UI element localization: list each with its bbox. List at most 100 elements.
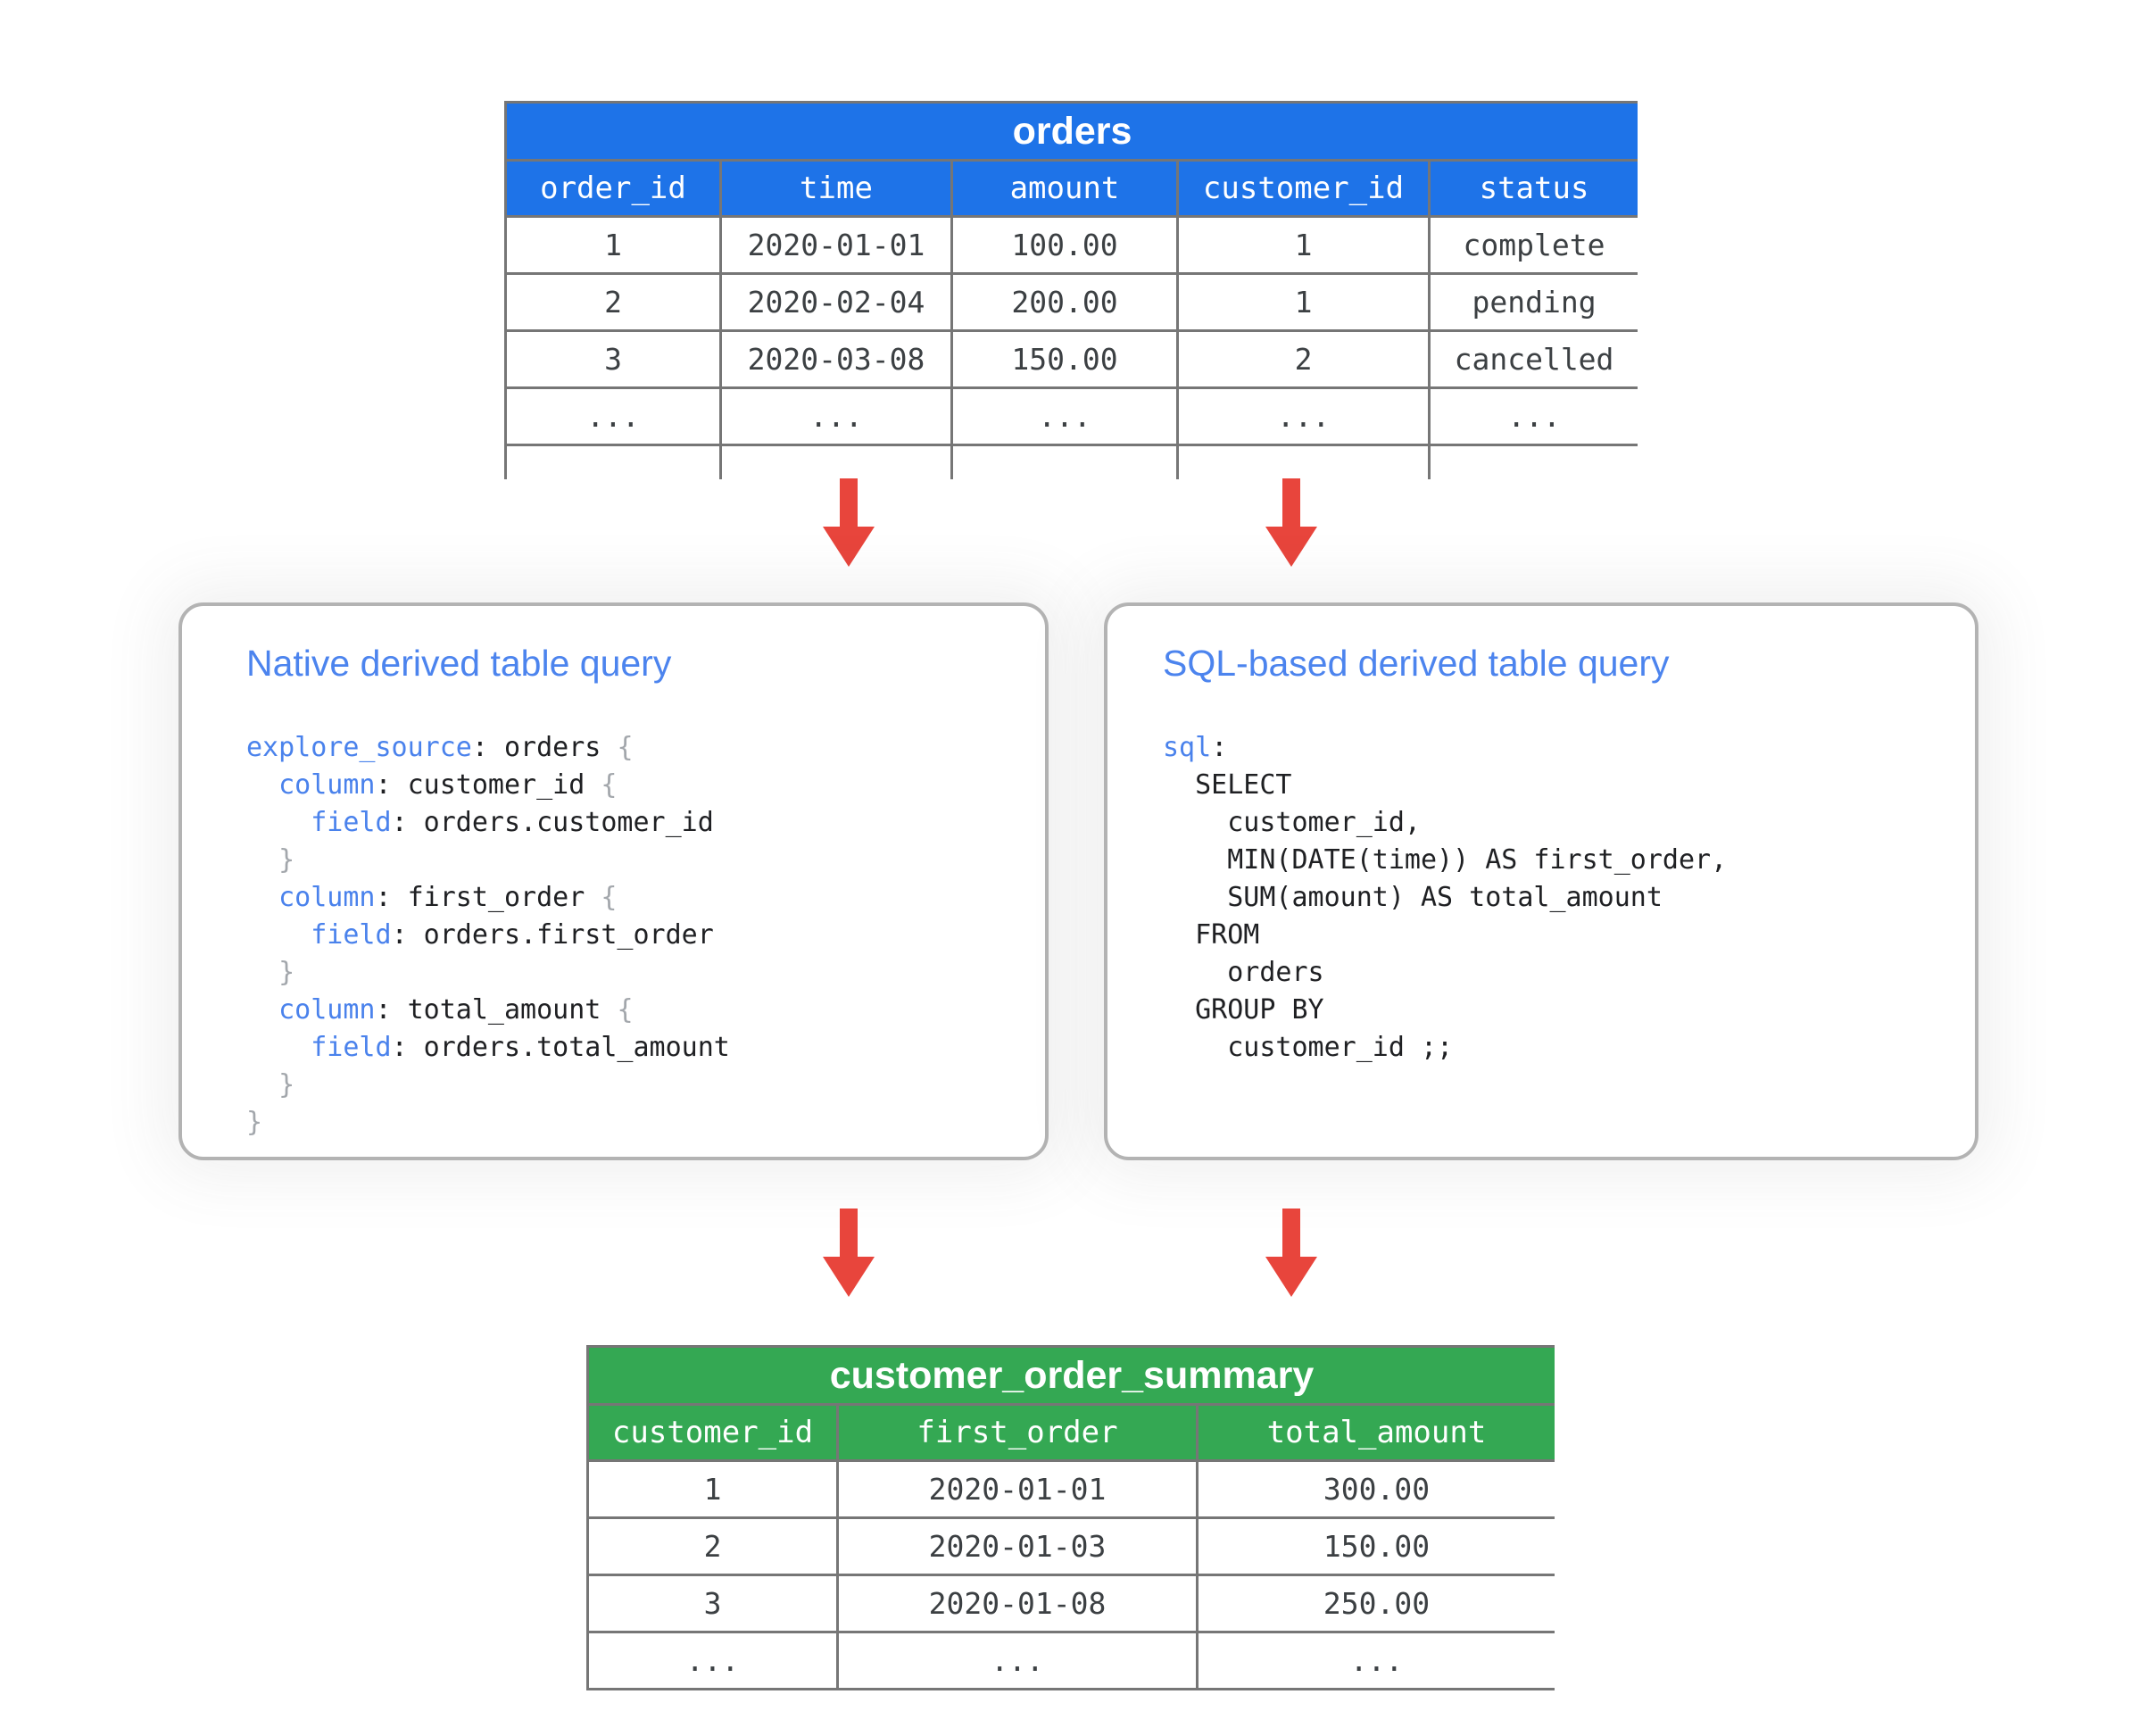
orders-table-title: orders — [504, 101, 1638, 162]
table-cell: ... — [1427, 386, 1638, 446]
table-cell: 3 — [504, 329, 722, 389]
column-header: total_amount — [1196, 1403, 1555, 1462]
empty-cell — [1427, 444, 1638, 479]
table-cell: 2 — [504, 272, 722, 332]
code-line: SUM(amount) AS total_amount — [1163, 882, 1663, 913]
table-cell: 1 — [504, 215, 722, 275]
table-cell: ... — [1196, 1631, 1555, 1690]
column-header: status — [1427, 159, 1638, 218]
code-line: customer_id ;; — [1163, 1032, 1454, 1063]
table-cell: 2020-03-08 — [719, 329, 953, 389]
column-header: amount — [950, 159, 1179, 218]
table-row: ............... — [504, 386, 1638, 446]
code-line: field: orders.customer_id — [311, 807, 714, 838]
code-line: } — [278, 1069, 295, 1101]
table-cell: ... — [950, 386, 1179, 446]
table-cell: 250.00 — [1196, 1574, 1555, 1633]
table-cell: 100.00 — [950, 215, 1179, 275]
native-query-code: explore_source: orders { column: custome… — [246, 729, 730, 1142]
table-cell: 2 — [586, 1516, 839, 1576]
code-line: } — [278, 844, 295, 876]
table-cell: 200.00 — [950, 272, 1179, 332]
table-cell: ... — [1176, 386, 1431, 446]
sql-query-title: SQL-based derived table query — [1163, 643, 1670, 684]
code-line: FROM — [1163, 919, 1260, 951]
code-line: SELECT — [1163, 769, 1292, 801]
sql-query-code: sql: SELECT customer_id, MIN(DATE(time))… — [1163, 729, 1727, 1067]
empty-cell — [719, 444, 953, 479]
arrow-stem — [840, 1209, 858, 1257]
table-cell: 150.00 — [1196, 1516, 1555, 1576]
code-line: } — [246, 1107, 263, 1138]
native-query-title: Native derived table query — [246, 643, 672, 684]
table-cell: 300.00 — [1196, 1459, 1555, 1519]
arrow-stem — [1282, 478, 1300, 527]
table-cell: 1 — [1176, 215, 1431, 275]
empty-cell — [504, 444, 722, 479]
empty-cell — [1176, 444, 1431, 479]
down-arrow-icon — [823, 1209, 875, 1297]
table-cell: 2020-01-08 — [836, 1574, 1199, 1633]
table-cell: 1 — [586, 1459, 839, 1519]
empty-cell — [950, 444, 1179, 479]
code-line: field: orders.first_order — [311, 919, 714, 951]
sql-query-box: SQL-based derived table query sql: SELEC… — [1104, 602, 1978, 1160]
code-line: } — [278, 957, 295, 988]
summary-title-row: customer_order_summary — [586, 1345, 1555, 1406]
table-cell: ... — [504, 386, 722, 446]
table-cell: 2020-01-01 — [719, 215, 953, 275]
down-arrow-icon — [1265, 1209, 1317, 1297]
code-line: column: total_amount { — [278, 994, 634, 1026]
table-cell: ... — [586, 1631, 839, 1690]
table-cell: complete — [1427, 215, 1638, 275]
native-query-box: Native derived table query explore_sourc… — [178, 602, 1049, 1160]
table-cell: cancelled — [1427, 329, 1638, 389]
orders-partial-row — [504, 444, 1638, 479]
column-header: customer_id — [586, 1403, 839, 1462]
arrow-stem — [1282, 1209, 1300, 1257]
code-line: GROUP BY — [1163, 994, 1324, 1026]
arrow-stem — [840, 478, 858, 527]
table-cell: ... — [836, 1631, 1199, 1690]
code-line: customer_id, — [1163, 807, 1421, 838]
code-line: column: first_order { — [278, 882, 618, 913]
table-cell: 2020-01-01 — [836, 1459, 1199, 1519]
code-line: field: orders.total_amount — [311, 1032, 730, 1063]
table-cell: 2020-01-03 — [836, 1516, 1199, 1576]
column-header: time — [719, 159, 953, 218]
code-line: sql: — [1163, 732, 1228, 763]
arrow-head — [823, 1257, 875, 1297]
column-header: order_id — [504, 159, 722, 218]
table-cell: ... — [719, 386, 953, 446]
table-cell: pending — [1427, 272, 1638, 332]
arrow-head — [1265, 527, 1317, 567]
table-cell: 150.00 — [950, 329, 1179, 389]
arrow-head — [823, 527, 875, 567]
table-cell: 2020-02-04 — [719, 272, 953, 332]
down-arrow-icon — [1265, 478, 1317, 567]
arrow-head — [1265, 1257, 1317, 1297]
down-arrow-icon — [823, 478, 875, 567]
table-cell: 1 — [1176, 272, 1431, 332]
table-row: ......... — [586, 1631, 1555, 1690]
orders-title-row: orders — [504, 101, 1638, 162]
table-cell: 3 — [586, 1574, 839, 1633]
code-line: explore_source: orders { — [246, 732, 634, 763]
table-cell: 2 — [1176, 329, 1431, 389]
column-header: first_order — [836, 1403, 1199, 1462]
code-line: MIN(DATE(time)) AS first_order, — [1163, 844, 1728, 876]
summary-table-title: customer_order_summary — [586, 1345, 1555, 1406]
column-header: customer_id — [1176, 159, 1431, 218]
code-line: orders — [1163, 957, 1324, 988]
